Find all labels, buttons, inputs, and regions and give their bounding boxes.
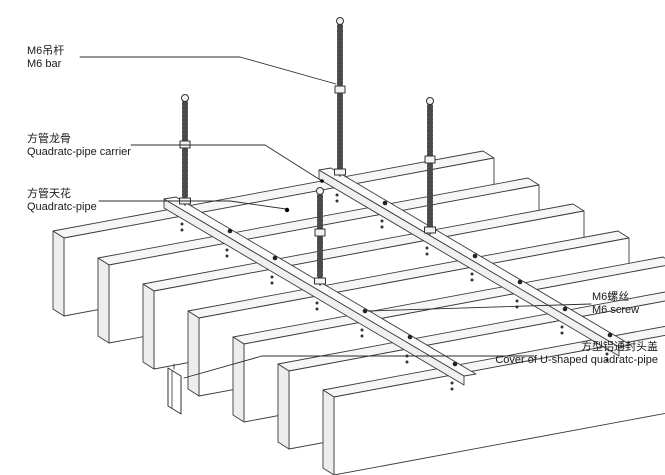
leader-pipe [98, 200, 287, 210]
leader-carrier [130, 144, 323, 182]
leader-m6-screw [367, 303, 592, 312]
label-pipe-zh: 方管天花 [27, 188, 71, 200]
slat-end-cap [97, 257, 110, 344]
leader-pipe-dot [284, 207, 290, 213]
u-cover-piece [167, 363, 182, 415]
label-cover-zh: 方型铝通封头盖 [581, 341, 658, 353]
rod-top-knob [426, 97, 434, 105]
leader-cover [183, 355, 535, 379]
rod-top-knob [316, 187, 324, 195]
label-carrier: 方管龙骨 Quadratc-pipe carrier [27, 133, 131, 159]
label-cover-en: Cover of U-shaped quadratc-pipe [495, 354, 658, 366]
carrier-clips [180, 222, 454, 391]
carrier-clips [335, 193, 609, 362]
carrier-channel-b [318, 167, 632, 362]
slat-end-cap [52, 230, 65, 317]
label-pipe-en: Quadratc-pipe [27, 201, 97, 213]
label-m6-bar-zh: M6吊杆 [27, 45, 65, 57]
m6-rod-2 [179, 94, 191, 206]
rod-coupler-nut [424, 155, 436, 164]
carrier-top-face [163, 196, 477, 377]
leader-m6-bar [79, 56, 337, 85]
slat-end-cap [232, 336, 245, 423]
rod-bottom-nut [334, 168, 346, 176]
slat-end-cap [322, 389, 335, 475]
label-carrier-zh: 方管龙骨 [27, 133, 71, 145]
label-carrier-en: Quadratc-pipe carrier [27, 146, 131, 158]
label-m6-screw: M6螺丝 M6 screw [592, 291, 639, 317]
m6-rod-4 [314, 187, 326, 286]
rod-bottom-nut [424, 226, 436, 234]
slat-end-cap [277, 363, 290, 450]
rod-top-knob [181, 94, 189, 102]
label-cover: 方型铝通封头盖 Cover of U-shaped quadratc-pipe [410, 341, 658, 367]
m6-rod-3 [424, 97, 436, 235]
slat-panel-7 [322, 325, 665, 475]
rod-bottom-nut [314, 277, 326, 285]
label-m6-screw-en: M6 screw [592, 304, 640, 316]
rod-coupler-nut [334, 85, 346, 94]
carrier-screws [227, 228, 458, 367]
leader-carrier-dot [320, 179, 324, 183]
rod-top-knob [336, 17, 344, 25]
label-m6-bar-en: M6 bar [27, 58, 62, 70]
slat-end-cap [187, 310, 200, 397]
label-pipe: 方管天花 Quadratc-pipe [27, 188, 97, 214]
label-m6-bar: M6吊杆 M6 bar [27, 45, 64, 71]
leader-lines [79, 56, 592, 379]
rod-coupler-nut [179, 140, 191, 149]
carrier-screws [382, 200, 613, 338]
slat-end-cap [142, 283, 155, 370]
carrier-channel-a [163, 196, 477, 391]
rod-coupler-nut [314, 228, 326, 237]
m6-rod-1 [334, 17, 346, 177]
u-cover-body [167, 367, 182, 415]
label-m6-screw-zh: M6螺丝 [592, 291, 630, 303]
